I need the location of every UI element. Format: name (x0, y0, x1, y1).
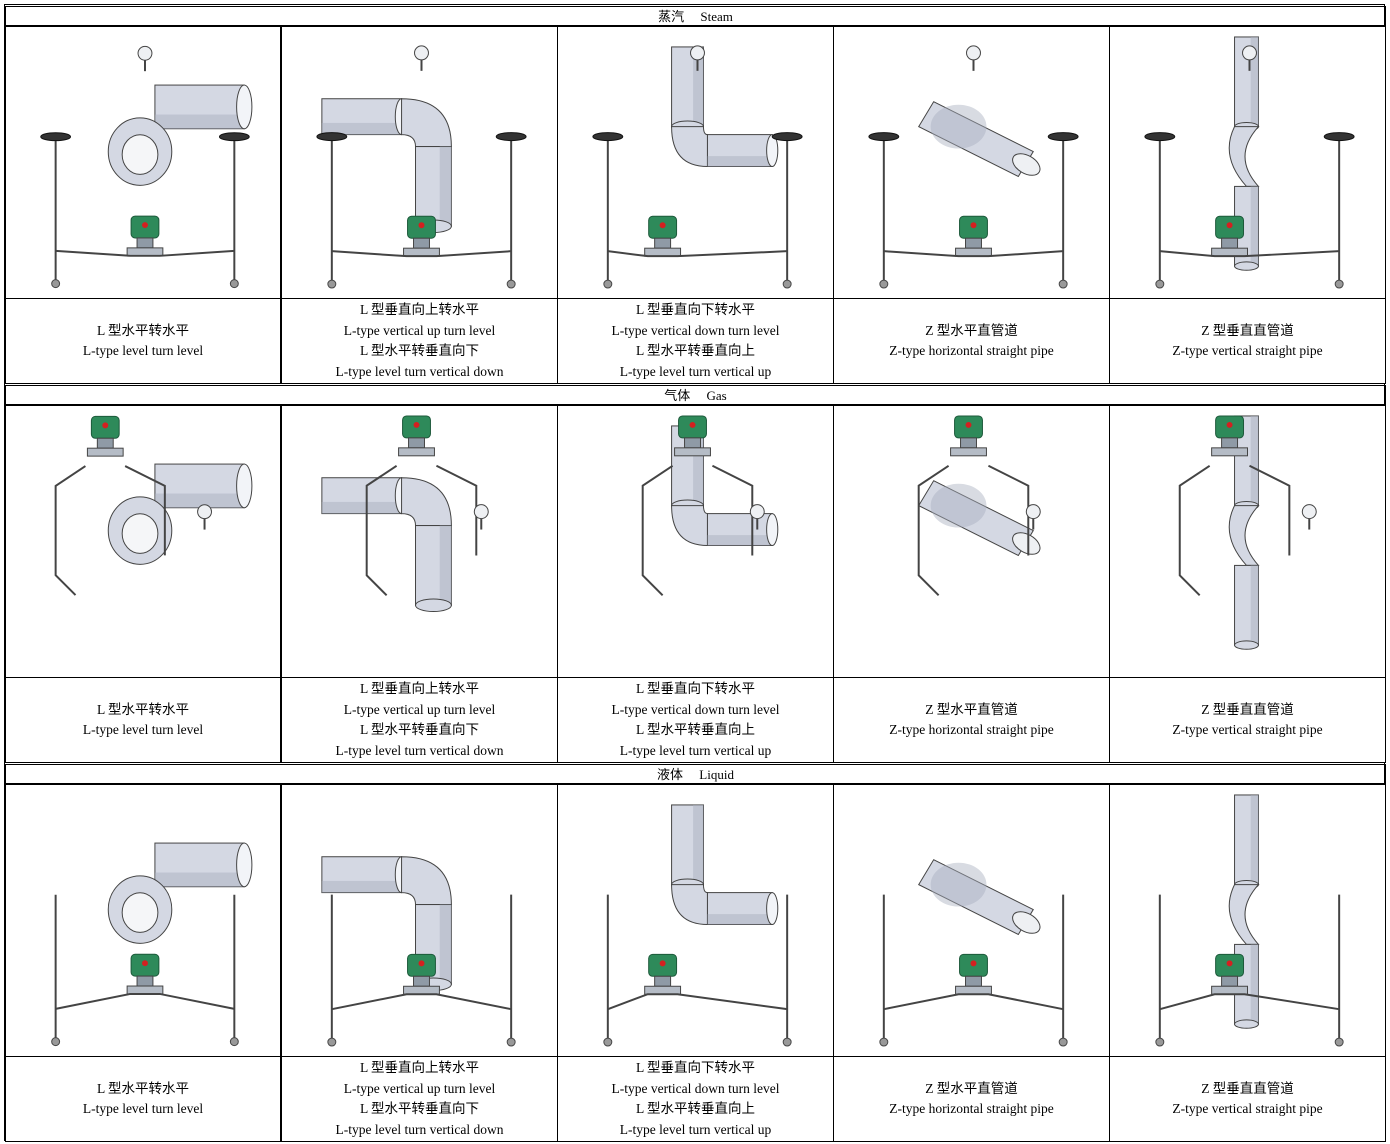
caption-english: Z-type vertical straight pipe (1172, 1101, 1323, 1116)
caption-english: L-type vertical down turn level (611, 701, 780, 717)
caption-chinese: L 型水平转水平 (96, 322, 190, 338)
caption-cell: Z 型垂直直管道 Z-type vertical straight pipe (1109, 1056, 1386, 1142)
gas-z-vertical-diagram (1109, 405, 1386, 678)
caption-chinese: L 型垂直向上转水平 (359, 1060, 480, 1075)
caption-english: L-type level turn vertical up (619, 742, 772, 758)
caption-chinese: L 型水平转垂直向上 (635, 1101, 756, 1116)
caption-cell: Z 型垂直直管道 Z-type vertical straight pipe (1109, 677, 1386, 763)
caption-english: L-type level turn level (82, 343, 204, 358)
liquid-z-vertical-diagram (1109, 784, 1386, 1057)
caption-cell: L 型水平转水平 L-type level turn level (5, 298, 281, 384)
caption-english: Z-type vertical straight pipe (1172, 343, 1323, 358)
caption-chinese: L 型垂直向下转水平 (635, 681, 756, 696)
section-title: 气体 Gas (5, 385, 1386, 405)
caption-english: L-type level turn vertical up (619, 1121, 772, 1137)
caption-cell: Z 型水平直管道 Z-type horizontal straight pipe (833, 1056, 1110, 1142)
caption-cell: L 型水平转水平 L-type level turn level (5, 677, 281, 763)
section-title: 蒸汽 Steam (5, 6, 1386, 26)
caption-chinese: L 型垂直向下转水平 (635, 302, 756, 317)
steam-z-vertical-diagram (1109, 26, 1386, 299)
steam-z-horizontal-diagram (833, 26, 1110, 299)
installation-drawing (51, 842, 253, 1047)
caption-english: L-type level turn vertical down (335, 363, 504, 379)
installation-drawing (603, 804, 792, 1047)
caption-cell: Z 型水平直管道 Z-type horizontal straight pipe (833, 677, 1110, 763)
liquid-l-vertical-down-diagram (557, 784, 834, 1057)
installation-drawing (592, 45, 803, 289)
caption-chinese: L 型水平转水平 (96, 1080, 190, 1096)
liquid-l-vertical-up-diagram (281, 784, 558, 1057)
gas-l-vertical-down-diagram (557, 405, 834, 678)
caption-english: L-type vertical down turn level (611, 1080, 780, 1096)
installation-drawing (321, 415, 489, 613)
steam-l-vertical-up-diagram (281, 26, 558, 299)
installation-drawing (1144, 36, 1355, 289)
caption-english: Z-type vertical straight pipe (1172, 722, 1323, 737)
gas-z-horizontal-diagram (833, 405, 1110, 678)
caption-chinese: Z 型水平直管道 (925, 322, 1018, 338)
caption-english: L-type level turn vertical down (335, 1121, 504, 1137)
caption-cell: L 型垂直向下转水平 L-type vertical down turn leve… (557, 1056, 834, 1142)
gas-l-vertical-up-diagram (281, 405, 558, 678)
installation-drawing (917, 415, 1041, 597)
caption-chinese: L 型垂直向下转水平 (635, 1060, 756, 1075)
caption-cell: Z 型水平直管道 Z-type horizontal straight pipe (833, 298, 1110, 384)
caption-chinese: L 型水平转垂直向下 (359, 722, 480, 737)
caption-chinese: L 型水平转垂直向下 (359, 343, 480, 358)
caption-chinese: L 型垂直向上转水平 (359, 302, 480, 317)
installation-drawing (879, 859, 1068, 1047)
caption-cell: L 型垂直向下转水平 L-type vertical down turn leve… (557, 298, 834, 384)
liquid-z-horizontal-diagram (833, 784, 1110, 1057)
installation-drawing (321, 856, 516, 1047)
caption-english: L-type vertical up turn level (343, 322, 496, 338)
installation-drawing (1178, 415, 1317, 650)
caption-english: L-type level turn vertical up (619, 363, 772, 379)
caption-english: L-type vertical up turn level (343, 701, 496, 717)
caption-english: L-type vertical up turn level (343, 1080, 496, 1096)
caption-chinese: L 型水平转水平 (96, 701, 190, 717)
installation-drawing (868, 45, 1079, 289)
installation-drawing (1155, 794, 1344, 1047)
caption-cell: L 型垂直向下转水平 L-type vertical down turn leve… (557, 677, 834, 763)
liquid-l-level-diagram (5, 784, 281, 1057)
caption-cell: L 型水平转水平 L-type level turn level (5, 1056, 281, 1142)
caption-english: L-type level turn vertical down (335, 742, 504, 758)
section-title: 液体 Liquid (5, 764, 1386, 784)
installation-drawing (40, 45, 253, 289)
gas-l-level-diagram (5, 405, 281, 678)
caption-chinese: Z 型垂直直管道 (1201, 322, 1294, 338)
installation-drawing (316, 45, 527, 289)
caption-chinese: Z 型垂直直管道 (1201, 701, 1294, 717)
caption-chinese: L 型垂直向上转水平 (359, 681, 480, 696)
caption-english: L-type vertical down turn level (611, 322, 780, 338)
caption-chinese: Z 型垂直直管道 (1201, 1080, 1294, 1096)
caption-english: L-type level turn level (82, 1101, 204, 1116)
caption-english: Z-type horizontal straight pipe (889, 343, 1054, 358)
installation-drawing (54, 415, 253, 596)
steam-l-vertical-down-diagram (557, 26, 834, 299)
caption-english: L-type level turn level (82, 722, 204, 737)
caption-chinese: Z 型水平直管道 (925, 1080, 1018, 1096)
caption-chinese: L 型水平转垂直向上 (635, 722, 756, 737)
caption-english: Z-type horizontal straight pipe (889, 1101, 1054, 1116)
caption-chinese: Z 型水平直管道 (925, 701, 1018, 717)
installation-drawing (641, 415, 779, 597)
steam-l-level-diagram (5, 26, 281, 299)
caption-chinese: L 型水平转垂直向下 (359, 1101, 480, 1116)
caption-english: Z-type horizontal straight pipe (889, 722, 1054, 737)
caption-cell: Z 型垂直直管道 Z-type vertical straight pipe (1109, 298, 1386, 384)
caption-chinese: L 型水平转垂直向上 (635, 343, 756, 358)
